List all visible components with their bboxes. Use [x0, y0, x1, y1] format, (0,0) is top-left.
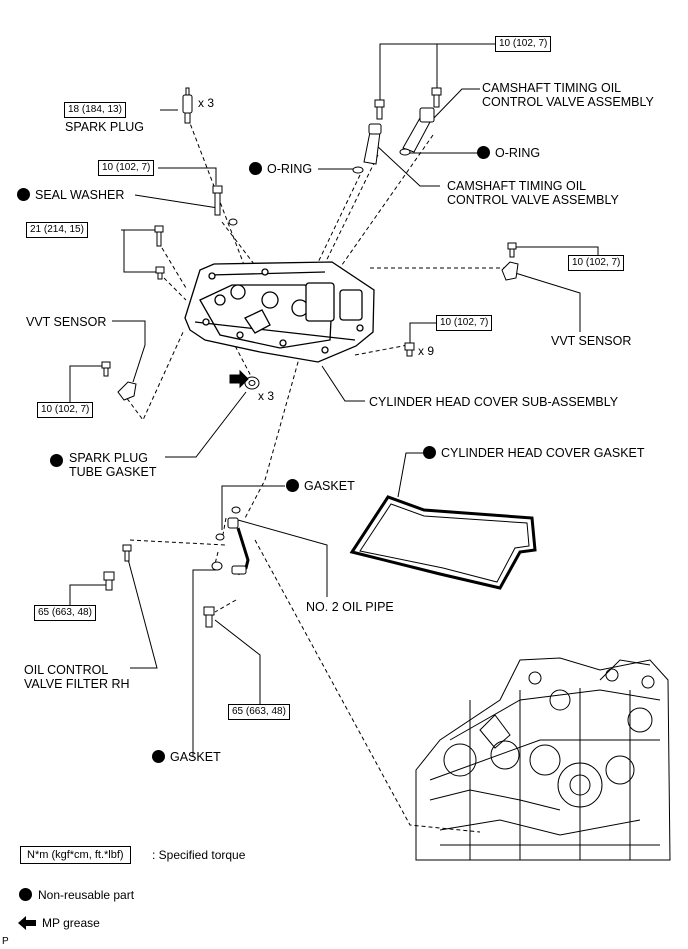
cover-bolt-x9	[404, 342, 415, 357]
non-reusable-dot-icon	[477, 146, 490, 159]
non-reusable-dot-icon	[17, 188, 30, 201]
label-seal-washer: SEAL WASHER	[17, 188, 124, 202]
label-cylinder-head-cover-gasket: CYLINDER HEAD COVER GASKET	[423, 446, 645, 460]
label-spark-plug-tube-gasket: SPARK PLUG TUBE GASKET	[50, 451, 157, 479]
torque-camshaft-valve-bolts: 10 (102, 7)	[495, 36, 552, 52]
camshaft-valves	[352, 87, 442, 174]
o-ring-right-text: O-RING	[495, 146, 541, 160]
label-camshaft-valve-2: CAMSHAFT TIMING OIL CONTROL VALVE ASSEMB…	[447, 179, 619, 207]
label-o-ring-right: O-RING	[477, 146, 540, 160]
oil-control-line2: VALVE FILTER RH	[24, 677, 130, 691]
spark-plug-part	[182, 87, 193, 124]
label-gasket-upper: GASKET	[286, 479, 355, 493]
multiplier-tube-gasket: x 3	[258, 389, 275, 403]
leader-lines	[69, 43, 599, 757]
multiplier-cover-bolts: x 9	[418, 344, 435, 358]
tube-gasket-line2: TUBE GASKET	[69, 465, 157, 479]
label-oil-control-valve-filter: OIL CONTROL VALVE FILTER RH	[24, 663, 130, 691]
multiplier-spark-plug: x 3	[198, 96, 215, 110]
torque-vvt-sensor-left: 10 (102, 7)	[37, 402, 94, 418]
corner-mark: P	[2, 936, 9, 947]
vvt-sensors	[101, 242, 519, 401]
non-reusable-dot-icon	[286, 479, 299, 492]
grease-arrow	[229, 369, 249, 389]
non-reusable-dot-icon	[249, 162, 262, 175]
torque-seal-washer-bolt: 10 (102, 7)	[98, 160, 155, 176]
oil-control-line1: OIL CONTROL	[24, 663, 109, 677]
cover-bolts-21	[154, 225, 165, 280]
legend-grease-arrow-icon	[18, 916, 36, 930]
label-no2-oil-pipe: NO. 2 OIL PIPE	[306, 600, 394, 614]
gasket-lower-text: GASKET	[170, 750, 221, 764]
legend-torque-box: N*m (kgf*cm, ft.*lbf)	[20, 846, 131, 864]
legend-non-reusable: Non-reusable part	[38, 888, 135, 902]
seal-washer-bolt	[212, 185, 238, 226]
non-reusable-dot-icon	[50, 454, 63, 467]
cover-gasket-text: CYLINDER HEAD COVER GASKET	[441, 446, 645, 460]
camshaft-valve-1-line1: CAMSHAFT TIMING OIL	[482, 81, 622, 95]
gasket-upper-text: GASKET	[304, 479, 355, 493]
alignment-lines	[122, 117, 510, 833]
cover-gasket	[349, 495, 537, 590]
engine-block-illustration	[415, 657, 671, 861]
camshaft-valve-2-line1: CAMSHAFT TIMING OIL	[447, 179, 587, 193]
legend-torque-desc: : Specified torque	[152, 848, 246, 862]
torque-vvt-sensor-right: 10 (102, 7)	[568, 255, 625, 271]
seal-washer-text: SEAL WASHER	[35, 188, 125, 202]
label-vvt-sensor-right: VVT SENSOR	[551, 334, 632, 348]
label-vvt-sensor-left: VVT SENSOR	[26, 315, 107, 329]
camshaft-valve-2-line2: CONTROL VALVE ASSEMBLY	[447, 193, 619, 207]
torque-cover-bolts-x9: 10 (102, 7)	[436, 315, 493, 331]
label-gasket-lower: GASKET	[152, 750, 221, 764]
label-cylinder-head-cover-sub-assembly: CYLINDER HEAD COVER SUB-ASSEMBLY	[369, 395, 619, 409]
torque-union-bolt-left: 65 (663, 48)	[34, 605, 96, 621]
torque-cover-bolts-21: 21 (214, 15)	[26, 222, 88, 238]
torque-union-bolt-lower: 65 (663, 48)	[228, 704, 290, 720]
non-reusable-dot-icon	[423, 446, 436, 459]
non-reusable-dot-icon	[152, 750, 165, 763]
legend-non-reusable-dot-icon	[19, 888, 32, 901]
oil-pipe-group	[103, 506, 250, 628]
o-ring-left-text: O-RING	[267, 162, 313, 176]
camshaft-valve-1-line2: CONTROL VALVE ASSEMBLY	[482, 95, 654, 109]
label-spark-plug: SPARK PLUG	[65, 120, 144, 134]
cylinder-head-cover	[184, 261, 375, 363]
tube-gasket-part	[244, 376, 260, 390]
tube-gasket-line1: SPARK PLUG	[69, 451, 148, 465]
label-o-ring-left: O-RING	[249, 162, 312, 176]
torque-spark-plug: 18 (184, 13)	[64, 102, 126, 118]
label-camshaft-valve-1: CAMSHAFT TIMING OIL CONTROL VALVE ASSEMB…	[482, 81, 654, 109]
legend-mp-grease: MP grease	[42, 916, 100, 930]
